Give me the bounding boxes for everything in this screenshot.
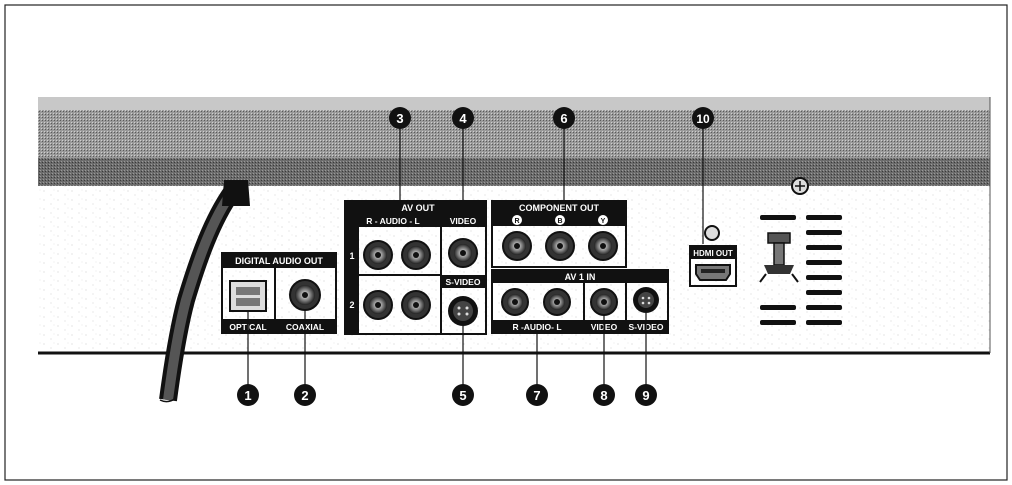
component-pb-label: B — [557, 218, 562, 225]
callout-1-number: 1 — [244, 388, 251, 403]
callout-5-number: 5 — [459, 388, 466, 403]
callout-8-number: 8 — [600, 388, 607, 403]
hdmi-port[interactable] — [695, 264, 731, 281]
callout-9-number: 9 — [642, 388, 649, 403]
callout-1: 1 — [237, 384, 259, 406]
component-pr-label: R — [514, 218, 519, 225]
callout-6-number: 6 — [560, 111, 567, 126]
mount-screw-icon — [791, 177, 809, 195]
ground-clip-icon — [759, 232, 799, 283]
optical-port[interactable] — [229, 280, 267, 312]
callouts: 3 4 6 10 1 2 5 7 8 9 — [237, 107, 714, 406]
av1-in-audio-label: R -AUDIO- L — [512, 322, 561, 332]
callout-2-number: 2 — [301, 388, 308, 403]
av1-in-svideo-jack[interactable] — [633, 287, 659, 313]
av-out-section: AV OUT R - AUDIO - L VIDEO S-VIDEO 1 2 — [344, 200, 487, 335]
av-out2-audio-r-jack[interactable] — [363, 290, 393, 320]
component-pr-jack[interactable] — [502, 231, 532, 261]
callout-7: 7 — [526, 384, 548, 406]
av-out-svideo-label: S-VIDEO — [446, 277, 481, 287]
av1-in-header: AV 1 IN — [565, 272, 596, 282]
av1-in-video-jack[interactable] — [590, 288, 618, 316]
callout-9: 9 — [635, 384, 657, 406]
component-y-jack[interactable] — [588, 231, 618, 261]
device-top-surface — [38, 110, 990, 158]
callout-2: 2 — [294, 384, 316, 406]
hdmi-out-section: HDMI OUT — [689, 225, 737, 287]
component-pb-jack[interactable] — [545, 231, 575, 261]
digital-audio-out-section: DIGITAL AUDIO OUT OPTICAL COAXIAL — [221, 252, 337, 334]
av-out1-video-jack[interactable] — [448, 238, 478, 268]
callout-3: 3 — [389, 107, 411, 129]
device-front-lip — [38, 158, 990, 186]
av-out1-audio-r-jack[interactable] — [363, 240, 393, 270]
callout-6: 6 — [553, 107, 575, 129]
callout-3-number: 3 — [396, 111, 403, 126]
av-out1-audio-l-jack[interactable] — [401, 240, 431, 270]
callout-7-number: 7 — [533, 388, 540, 403]
callout-5: 5 — [452, 384, 474, 406]
av-out2-audio-l-jack[interactable] — [401, 290, 431, 320]
av-out-svideo-jack[interactable] — [448, 296, 478, 326]
av1-in-section: AV 1 IN R -AUDIO- L VIDEO S-VIDEO — [491, 269, 669, 334]
coaxial-jack[interactable] — [289, 279, 321, 311]
screw-icon — [704, 225, 720, 241]
component-y-label: Y — [601, 218, 606, 225]
av-out-header: AV OUT — [401, 203, 435, 213]
callout-4-number: 4 — [459, 111, 467, 126]
digital-audio-out-header: DIGITAL AUDIO OUT — [235, 256, 323, 266]
av-out-video-label: VIDEO — [450, 216, 477, 226]
av1-in-audio-l-jack[interactable] — [543, 288, 571, 316]
callout-10-number: 10 — [696, 112, 710, 126]
callout-4: 4 — [452, 107, 474, 129]
device-top-edge — [38, 97, 990, 110]
vent-grille — [760, 215, 842, 325]
component-out-header: COMPONENT OUT — [519, 203, 600, 213]
av-out-row1-label: 1 — [349, 251, 354, 261]
av-out-row2-label: 2 — [349, 300, 354, 310]
av1-in-audio-r-jack[interactable] — [501, 288, 529, 316]
power-cord — [159, 180, 250, 403]
hdmi-out-label: HDMI OUT — [693, 249, 733, 258]
callout-8: 8 — [593, 384, 615, 406]
av-out-audio-label: R - AUDIO - L — [366, 216, 420, 226]
callout-10: 10 — [692, 107, 714, 129]
component-out-section: COMPONENT OUT R B Y — [491, 200, 627, 268]
